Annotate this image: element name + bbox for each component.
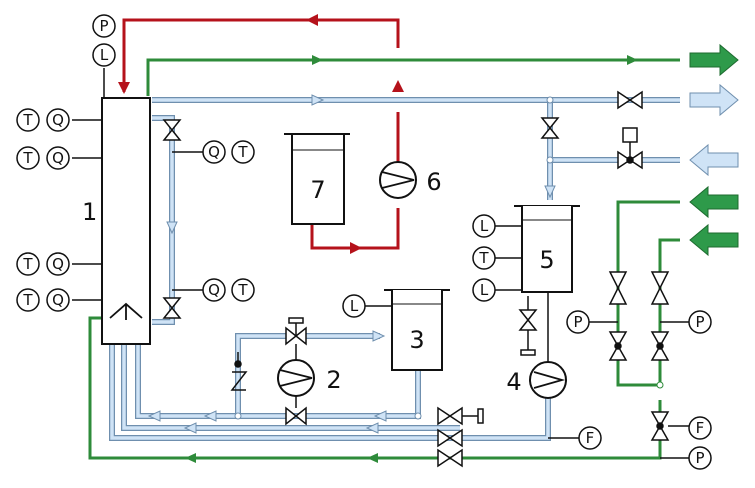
svg-text:T: T <box>478 249 489 267</box>
tank-3: 3 <box>384 289 450 371</box>
pump-4: 4 <box>506 292 567 399</box>
svg-text:Q: Q <box>208 143 220 161</box>
valve-pump2-top[interactable] <box>285 317 307 346</box>
instrument-qt-lower: Q T <box>172 278 255 302</box>
instrument-tq-2: T Q <box>16 146 102 170</box>
valve-bottom-1[interactable] <box>437 406 484 426</box>
tank-5: 5 <box>514 205 580 293</box>
red-arrows <box>118 14 404 254</box>
blue-arrows <box>147 94 556 434</box>
instrument-f-bottom: F <box>548 426 602 450</box>
svg-text:T: T <box>237 281 248 299</box>
svg-text:7: 7 <box>310 176 325 204</box>
valve-green-right-1[interactable] <box>650 271 670 305</box>
valve-green-right-2[interactable] <box>650 331 670 361</box>
instrument-tq-3: T Q <box>16 252 102 276</box>
valve-green-left-2[interactable] <box>608 331 628 361</box>
green-arrow-in-2 <box>689 223 739 257</box>
column-1: 1 <box>82 97 151 345</box>
pump-6: 6 <box>379 161 442 199</box>
instrument-p-green-right: P <box>660 310 712 334</box>
valve-bottom-3[interactable] <box>437 448 463 468</box>
svg-text:Q: Q <box>52 111 64 129</box>
svg-text:L: L <box>100 46 109 64</box>
svg-text:Q: Q <box>208 281 220 299</box>
svg-text:6: 6 <box>426 168 441 196</box>
green-arrows <box>185 55 638 463</box>
svg-text:P: P <box>695 313 704 331</box>
svg-text:T: T <box>22 255 33 273</box>
valve-green-left-1[interactable] <box>608 271 628 305</box>
valve-blue-in-control[interactable] <box>617 127 643 170</box>
valve-tank5-inlet[interactable] <box>540 117 560 139</box>
svg-text:Q: Q <box>52 291 64 309</box>
valve-green-control[interactable] <box>650 411 670 441</box>
svg-text:P: P <box>99 17 108 35</box>
red-line <box>122 18 400 250</box>
junction-dots <box>234 96 664 420</box>
svg-text:T: T <box>237 143 248 161</box>
instrument-qt-upper: Q T <box>172 140 255 164</box>
svg-text:L: L <box>350 297 359 315</box>
svg-text:5: 5 <box>539 246 554 274</box>
instrument-t-tank5: T <box>472 246 522 270</box>
instrument-tq-4: T Q <box>16 288 102 312</box>
svg-text:Q: Q <box>52 149 64 167</box>
instrument-f-green: F <box>668 416 712 440</box>
instrument-p-green-left: P <box>566 310 618 334</box>
svg-text:F: F <box>586 429 595 447</box>
instrument-l-tank3: L <box>342 294 392 318</box>
svg-text:P: P <box>573 313 582 331</box>
svg-text:4: 4 <box>506 368 521 396</box>
instrument-l-tank5-top: L <box>472 214 522 238</box>
instrument-l-tank5-bottom: L <box>472 278 522 302</box>
blue-lines <box>109 97 680 441</box>
valve-tank5-drain[interactable] <box>518 296 538 356</box>
check-valve <box>230 352 248 391</box>
tank-7: 7 <box>284 133 350 225</box>
instrument-tq-1: T Q <box>16 108 102 132</box>
valve-column-upper[interactable] <box>162 119 182 141</box>
green-arrow-in-1 <box>689 185 739 219</box>
svg-text:L: L <box>480 281 489 299</box>
valve-bottom-2[interactable] <box>437 428 463 448</box>
svg-text:T: T <box>22 149 33 167</box>
blue-arrow-in <box>689 143 739 177</box>
svg-text:2: 2 <box>326 366 341 394</box>
svg-text:T: T <box>22 291 33 309</box>
column-label: 1 <box>82 198 97 226</box>
svg-text:T: T <box>22 111 33 129</box>
instrument-l-top: L <box>92 43 116 67</box>
valve-blue-out[interactable] <box>617 90 643 110</box>
svg-text:F: F <box>696 419 705 437</box>
pump-2: 2 <box>277 344 342 408</box>
instrument-p-green-bottom: P <box>660 446 712 470</box>
svg-text:Q: Q <box>52 255 64 273</box>
svg-text:P: P <box>695 449 704 467</box>
svg-text:L: L <box>480 217 489 235</box>
green-arrow-out-1 <box>689 43 739 77</box>
svg-text:3: 3 <box>409 326 424 354</box>
blue-arrow-out <box>689 83 739 117</box>
valve-pump2-bottom[interactable] <box>285 406 307 426</box>
valve-column-lower[interactable] <box>162 297 182 319</box>
instrument-p-top: P <box>92 14 116 98</box>
